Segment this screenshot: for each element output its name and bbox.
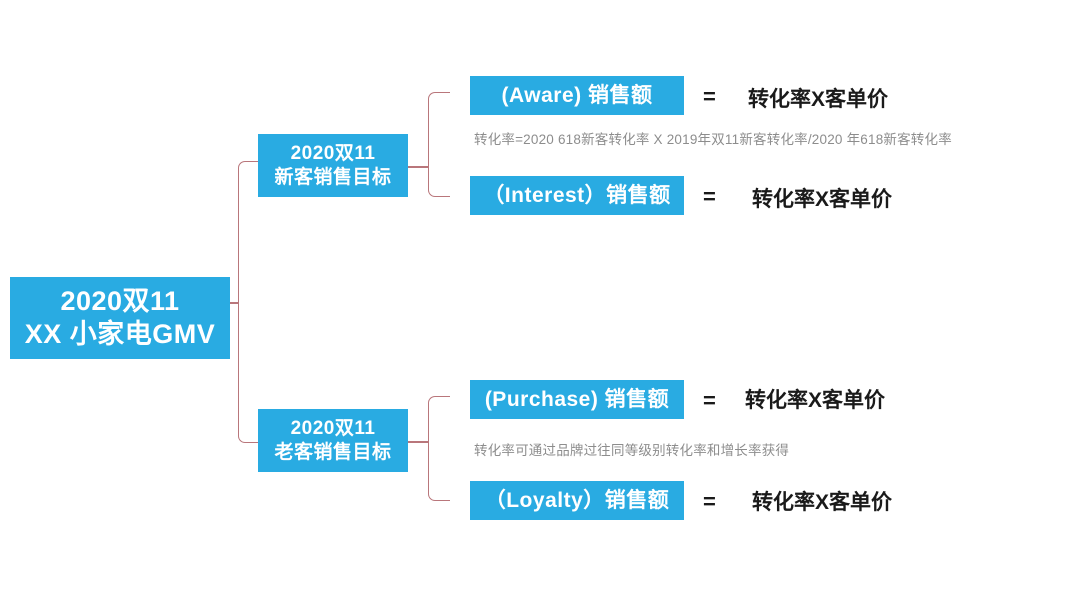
equals-sign-loyalty: = [703, 489, 716, 514]
root-node-line1: 2020双11 [60, 286, 180, 317]
branch-node-new-customer: 2020双11 新客销售目标 [258, 134, 408, 197]
leaf-node-loyalty-label: （Loyalty）销售额 [484, 488, 670, 512]
leaf-node-interest-label: （Interest）销售额 [483, 183, 671, 207]
formula-aware: 转化率X客单价 [748, 88, 889, 111]
bracket-root-split [238, 161, 260, 443]
equals-sign-purchase: = [703, 388, 716, 413]
leaf-node-loyalty: （Loyalty）销售额 [470, 481, 684, 520]
leaf-node-purchase-label: (Purchase) 销售额 [484, 387, 670, 411]
branch-node-old-customer-line1: 2020双11 [290, 418, 376, 440]
bracket-new-customer-split [428, 92, 450, 197]
branch-node-old-customer: 2020双11 老客销售目标 [258, 409, 408, 472]
leaf-node-aware: (Aware) 销售额 [470, 76, 684, 115]
leaf-node-aware-label: (Aware) 销售额 [501, 83, 653, 107]
branch-node-new-customer-line1: 2020双11 [290, 143, 376, 165]
connector-new-customer-stub [408, 166, 429, 168]
root-node-gmv: 2020双11 XX 小家电GMV [10, 277, 230, 359]
root-node-line2: XX 小家电GMV [24, 319, 216, 349]
branch-node-new-customer-line2: 新客销售目标 [274, 166, 392, 188]
bracket-old-customer-split [428, 396, 450, 501]
note-new-customer-conversion: 转化率=2020 618新客转化率 X 2019年双11新客转化率/2020 年… [474, 132, 952, 147]
formula-interest: 转化率X客单价 [752, 188, 893, 211]
leaf-node-purchase: (Purchase) 销售额 [470, 380, 684, 419]
formula-loyalty: 转化率X客单价 [752, 491, 893, 514]
equals-sign-interest: = [703, 184, 716, 209]
leaf-node-interest: （Interest）销售额 [470, 176, 684, 215]
branch-node-old-customer-line2: 老客销售目标 [274, 441, 392, 463]
formula-purchase: 转化率X客单价 [745, 389, 886, 412]
equals-sign-aware: = [703, 84, 716, 109]
note-old-customer-conversion: 转化率可通过品牌过往同等级别转化率和增长率获得 [474, 443, 790, 458]
connector-old-customer-stub [408, 441, 429, 443]
connector-root-stub [230, 302, 239, 304]
